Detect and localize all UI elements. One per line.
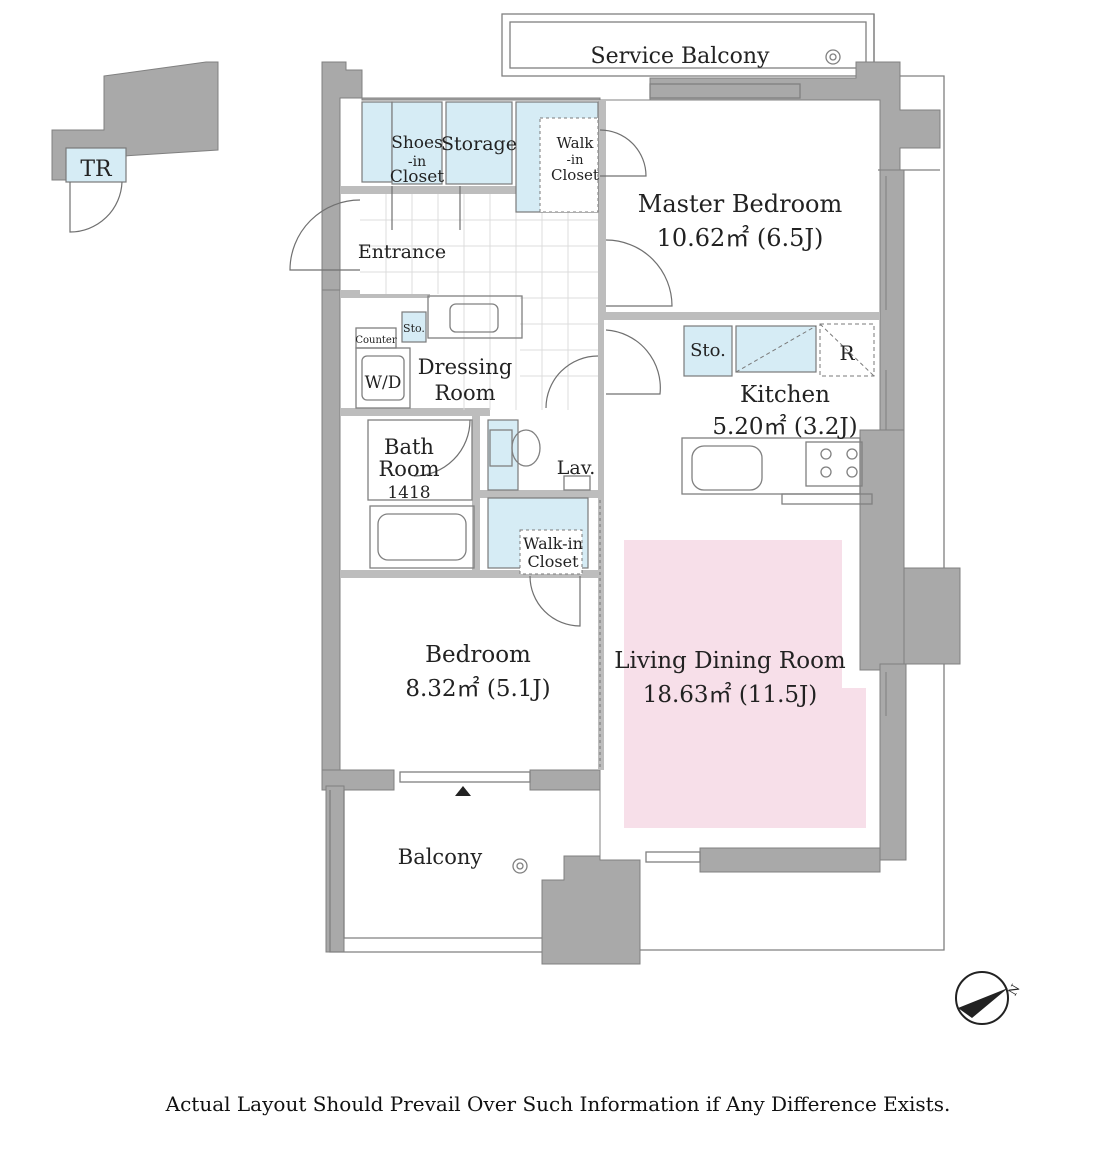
windows — [399, 83, 887, 863]
disclaimer-text: Actual Layout Should Prevail Over Such I… — [165, 1092, 951, 1116]
kitchen-area: 5.20㎡ (3.2J) — [712, 414, 857, 440]
lavatory-label: Lav. — [557, 457, 595, 479]
refrigerator-label: R — [839, 341, 855, 365]
bath-room-line2: Room — [378, 457, 439, 481]
washer-dryer-label: W/D — [365, 373, 402, 393]
entrance-label: Entrance — [358, 241, 446, 263]
bedroom-area: 8.32㎡ (5.1J) — [405, 676, 550, 702]
service-balcony-label: Service Balcony — [591, 44, 770, 69]
master-bedroom-area: 10.62㎡ (6.5J) — [657, 224, 824, 252]
north-arrow-icon: N — [955, 971, 1023, 1025]
master-bedroom-name: Master Bedroom — [638, 190, 843, 218]
bath-room-line3: 1418 — [387, 483, 430, 503]
storage-fixtures — [361, 101, 875, 575]
walkin-closet-top-line1: Walk — [557, 134, 595, 152]
trunk-room-label: TR — [80, 157, 113, 182]
counter-label: Counter — [355, 335, 396, 346]
kitchen-name: Kitchen — [740, 382, 830, 408]
shoes-closet-label-line1: Shoes — [391, 133, 443, 153]
fixtures — [355, 295, 873, 569]
kitchen-sto-label: Sto. — [690, 340, 726, 361]
shoes-closet-label-line3: Closet — [390, 167, 444, 187]
bath-room-line1: Bath — [384, 435, 434, 459]
walkin-closet-mid-line2: Closet — [527, 552, 579, 571]
dressing-room-line1: Dressing — [418, 355, 513, 379]
balcony-label: Balcony — [398, 845, 483, 869]
walkin-closet-mid-line1: Walk-in — [523, 534, 583, 553]
walkin-closet-top-line3: Closet — [551, 166, 599, 184]
storage-label: Storage — [441, 133, 517, 155]
bedroom-name: Bedroom — [425, 642, 531, 668]
living-area-highlight — [624, 540, 866, 828]
exterior-walls — [321, 61, 961, 965]
shoes-closet-label-line2: -in — [408, 154, 426, 170]
living-dining-area: 18.63㎡ (11.5J) — [643, 682, 818, 708]
dressing-sto-label: Sto. — [403, 322, 425, 335]
trunk-room — [51, 61, 219, 233]
balcony-outline — [329, 786, 542, 953]
walkin-closet-top-line2: -in — [567, 153, 585, 168]
dressing-room-line2: Room — [434, 381, 495, 405]
living-dining-name: Living Dining Room — [614, 648, 846, 674]
door-swings — [289, 129, 673, 627]
